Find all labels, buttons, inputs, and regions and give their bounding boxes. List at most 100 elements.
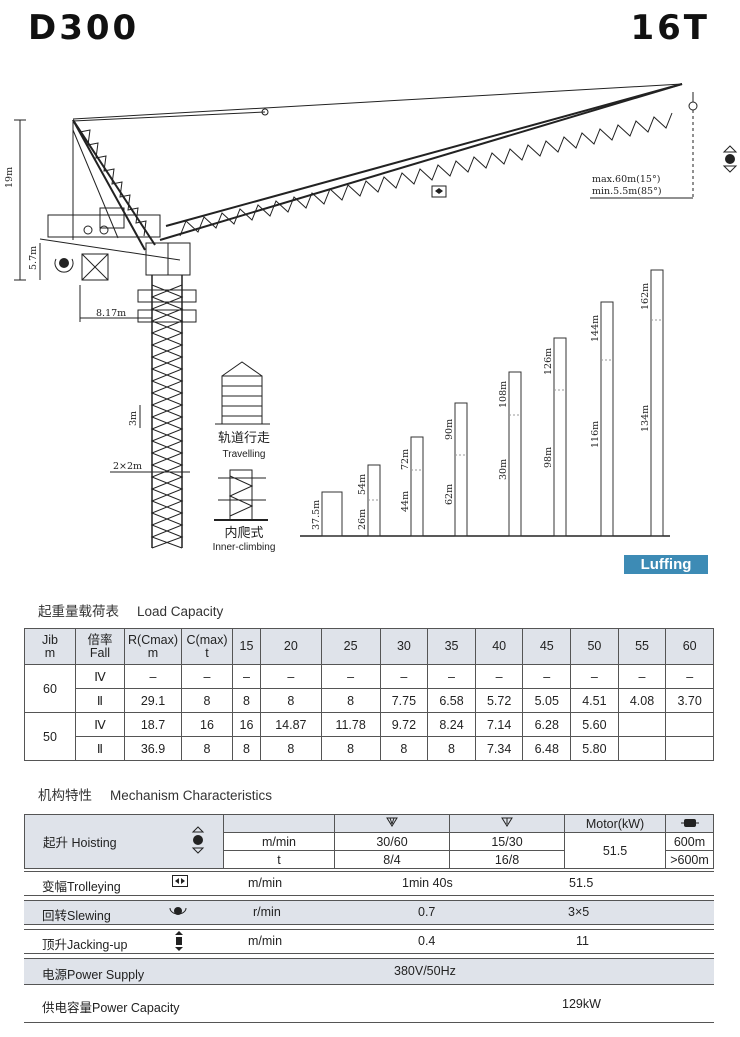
height-label: 162m	[640, 283, 651, 310]
value-cell: 6.48	[522, 736, 572, 761]
value-cell: 5.72	[474, 688, 524, 713]
height-label: 44m	[400, 491, 411, 512]
hoisting-header-row: 起升 Hoisting Motor(kW)	[24, 814, 714, 869]
header-radius: 15	[232, 628, 261, 665]
value-cell: 8	[232, 736, 261, 761]
max-capacity: 16T	[630, 8, 710, 48]
height-label: 126m	[543, 348, 554, 375]
fall-cell: Ⅱ	[75, 736, 125, 761]
height-label: 26m	[357, 509, 368, 530]
min-radius: min.5.5m(85°)	[592, 186, 662, 197]
inner-climbing-en: Inner-climbing	[213, 542, 276, 553]
value-cell: –	[522, 664, 572, 689]
trolleying-row: 变幅Trolleying m/min 1min 40s 51.5	[24, 871, 714, 896]
table-row: Ⅱ 36.9 8 8 8 8 8 8 7.34 6.48 5.80	[25, 736, 714, 761]
value-cell: 3.70	[665, 688, 714, 713]
value-cell: –	[379, 664, 429, 689]
dim-5-7m: 5.7m	[28, 246, 39, 270]
value-cell: 5.05	[522, 688, 572, 713]
value-cell: 6.58	[427, 688, 476, 713]
hoist-icon	[722, 145, 738, 173]
power-capacity-row: 供电容量Power Capacity 129kW	[24, 988, 714, 1023]
power-supply-row: 电源Power Supply 380V/50Hz	[24, 958, 714, 985]
inner-climbing-cn: 内爬式	[224, 525, 263, 540]
value-cell: –	[232, 664, 261, 689]
height-label: 30m	[498, 459, 509, 480]
header-radius: 60	[665, 628, 714, 665]
header-cmax: C(max)t	[181, 628, 233, 665]
hoisting-load-value: 8/4	[334, 850, 450, 869]
slewing-icon	[168, 904, 188, 921]
height-label: 98m	[543, 447, 554, 468]
hoisting-load-value: 16/8	[449, 850, 565, 869]
motor-header: Motor(kW)	[564, 814, 666, 833]
fall-cell: Ⅱ	[75, 688, 125, 713]
jacking-label: 顶升Jacking-up	[42, 938, 128, 952]
slewing-row: 回转Slewing r/min 0.7 3×5	[24, 900, 714, 925]
height-label: 134m	[640, 405, 651, 432]
max-radius: max.60m(15°)	[592, 174, 660, 185]
crane-drawing: 19m 5.7m 8.17m 3m 2×2m max.60m(15°) min.…	[4, 83, 738, 553]
model-name: D300	[28, 8, 140, 48]
value-cell: –	[427, 664, 476, 689]
header-radius: 40	[474, 628, 524, 665]
value-cell: 5.60	[570, 712, 619, 737]
rmax-cell: 29.1	[124, 688, 182, 713]
value-cell	[617, 736, 667, 761]
value-cell: 6.28	[522, 712, 572, 737]
slewing-label: 回转Slewing	[42, 909, 111, 923]
fall-cell: Ⅳ	[75, 712, 125, 737]
value-cell: 8	[260, 736, 322, 761]
cmax-cell: –	[181, 664, 233, 689]
hoisting-load-row: t 8/4 16/8 >600m	[25, 850, 714, 869]
trolleying-unit: m/min	[248, 876, 283, 890]
value-cell: –	[570, 664, 619, 689]
header-radius: 30	[379, 628, 429, 665]
height-label: 72m	[400, 449, 411, 470]
table-row: Ⅱ 29.1 8 8 8 8 7.75 6.58 5.72 5.05 4.51 …	[25, 688, 714, 713]
header-radius: 20	[260, 628, 322, 665]
dim-3m: 3m	[128, 411, 139, 426]
power-capacity-label: 供电容量Power Capacity	[42, 1001, 180, 1015]
value-cell: 4.51	[570, 688, 619, 713]
height-label: 37.5m	[311, 500, 322, 530]
hoisting-speed-row: m/min 30/60 15/30 51.5 600m	[25, 832, 714, 869]
value-cell: 5.80	[570, 736, 619, 761]
cmax-cell: 8	[181, 688, 233, 713]
rope-fall-4-icon	[334, 814, 450, 833]
hoisting-speed-unit: m/min	[223, 832, 335, 851]
value-cell: 14.87	[260, 712, 322, 737]
value-cell: –	[320, 664, 381, 689]
rmax-cell: –	[124, 664, 182, 689]
jib-cell: 60	[24, 664, 76, 713]
hoisting-label: 起升 Hoisting	[24, 814, 173, 869]
header-radius: 55	[617, 628, 667, 665]
header-radius: 25	[320, 628, 381, 665]
value-cell: 8	[260, 688, 322, 713]
power-supply-label: 电源Power Supply	[42, 968, 145, 982]
height-label: 116m	[590, 421, 601, 448]
value-cell: 11.78	[320, 712, 381, 737]
height-label: 144m	[590, 315, 601, 342]
hoisting-speed-value: 30/60	[334, 832, 450, 851]
dim-2x2m: 2×2m	[113, 461, 142, 472]
jacking-value: 0.4	[418, 934, 436, 948]
trolley-icon	[431, 185, 447, 198]
jacking-row: 顶升Jacking-up m/min 0.4 11	[24, 929, 714, 954]
value-cell: 8	[232, 688, 261, 713]
value-cell: 7.34	[474, 736, 524, 761]
travelling-cn: 轨道行走	[218, 430, 270, 445]
slewing-motor: 3×5	[568, 905, 590, 919]
luffing-badge: Luffing	[624, 555, 708, 574]
power-supply-value: 380V/50Hz	[394, 964, 456, 978]
trolleying-label: 变幅Trolleying	[42, 880, 121, 894]
table-row: 50 Ⅳ 18.7 16 16 14.87 11.78 9.72 8.24 7.…	[24, 712, 714, 761]
hoisting-motor: 51.5	[564, 832, 666, 869]
rope-fall-2-icon	[449, 814, 565, 833]
cmax-cell: 8	[181, 736, 233, 761]
